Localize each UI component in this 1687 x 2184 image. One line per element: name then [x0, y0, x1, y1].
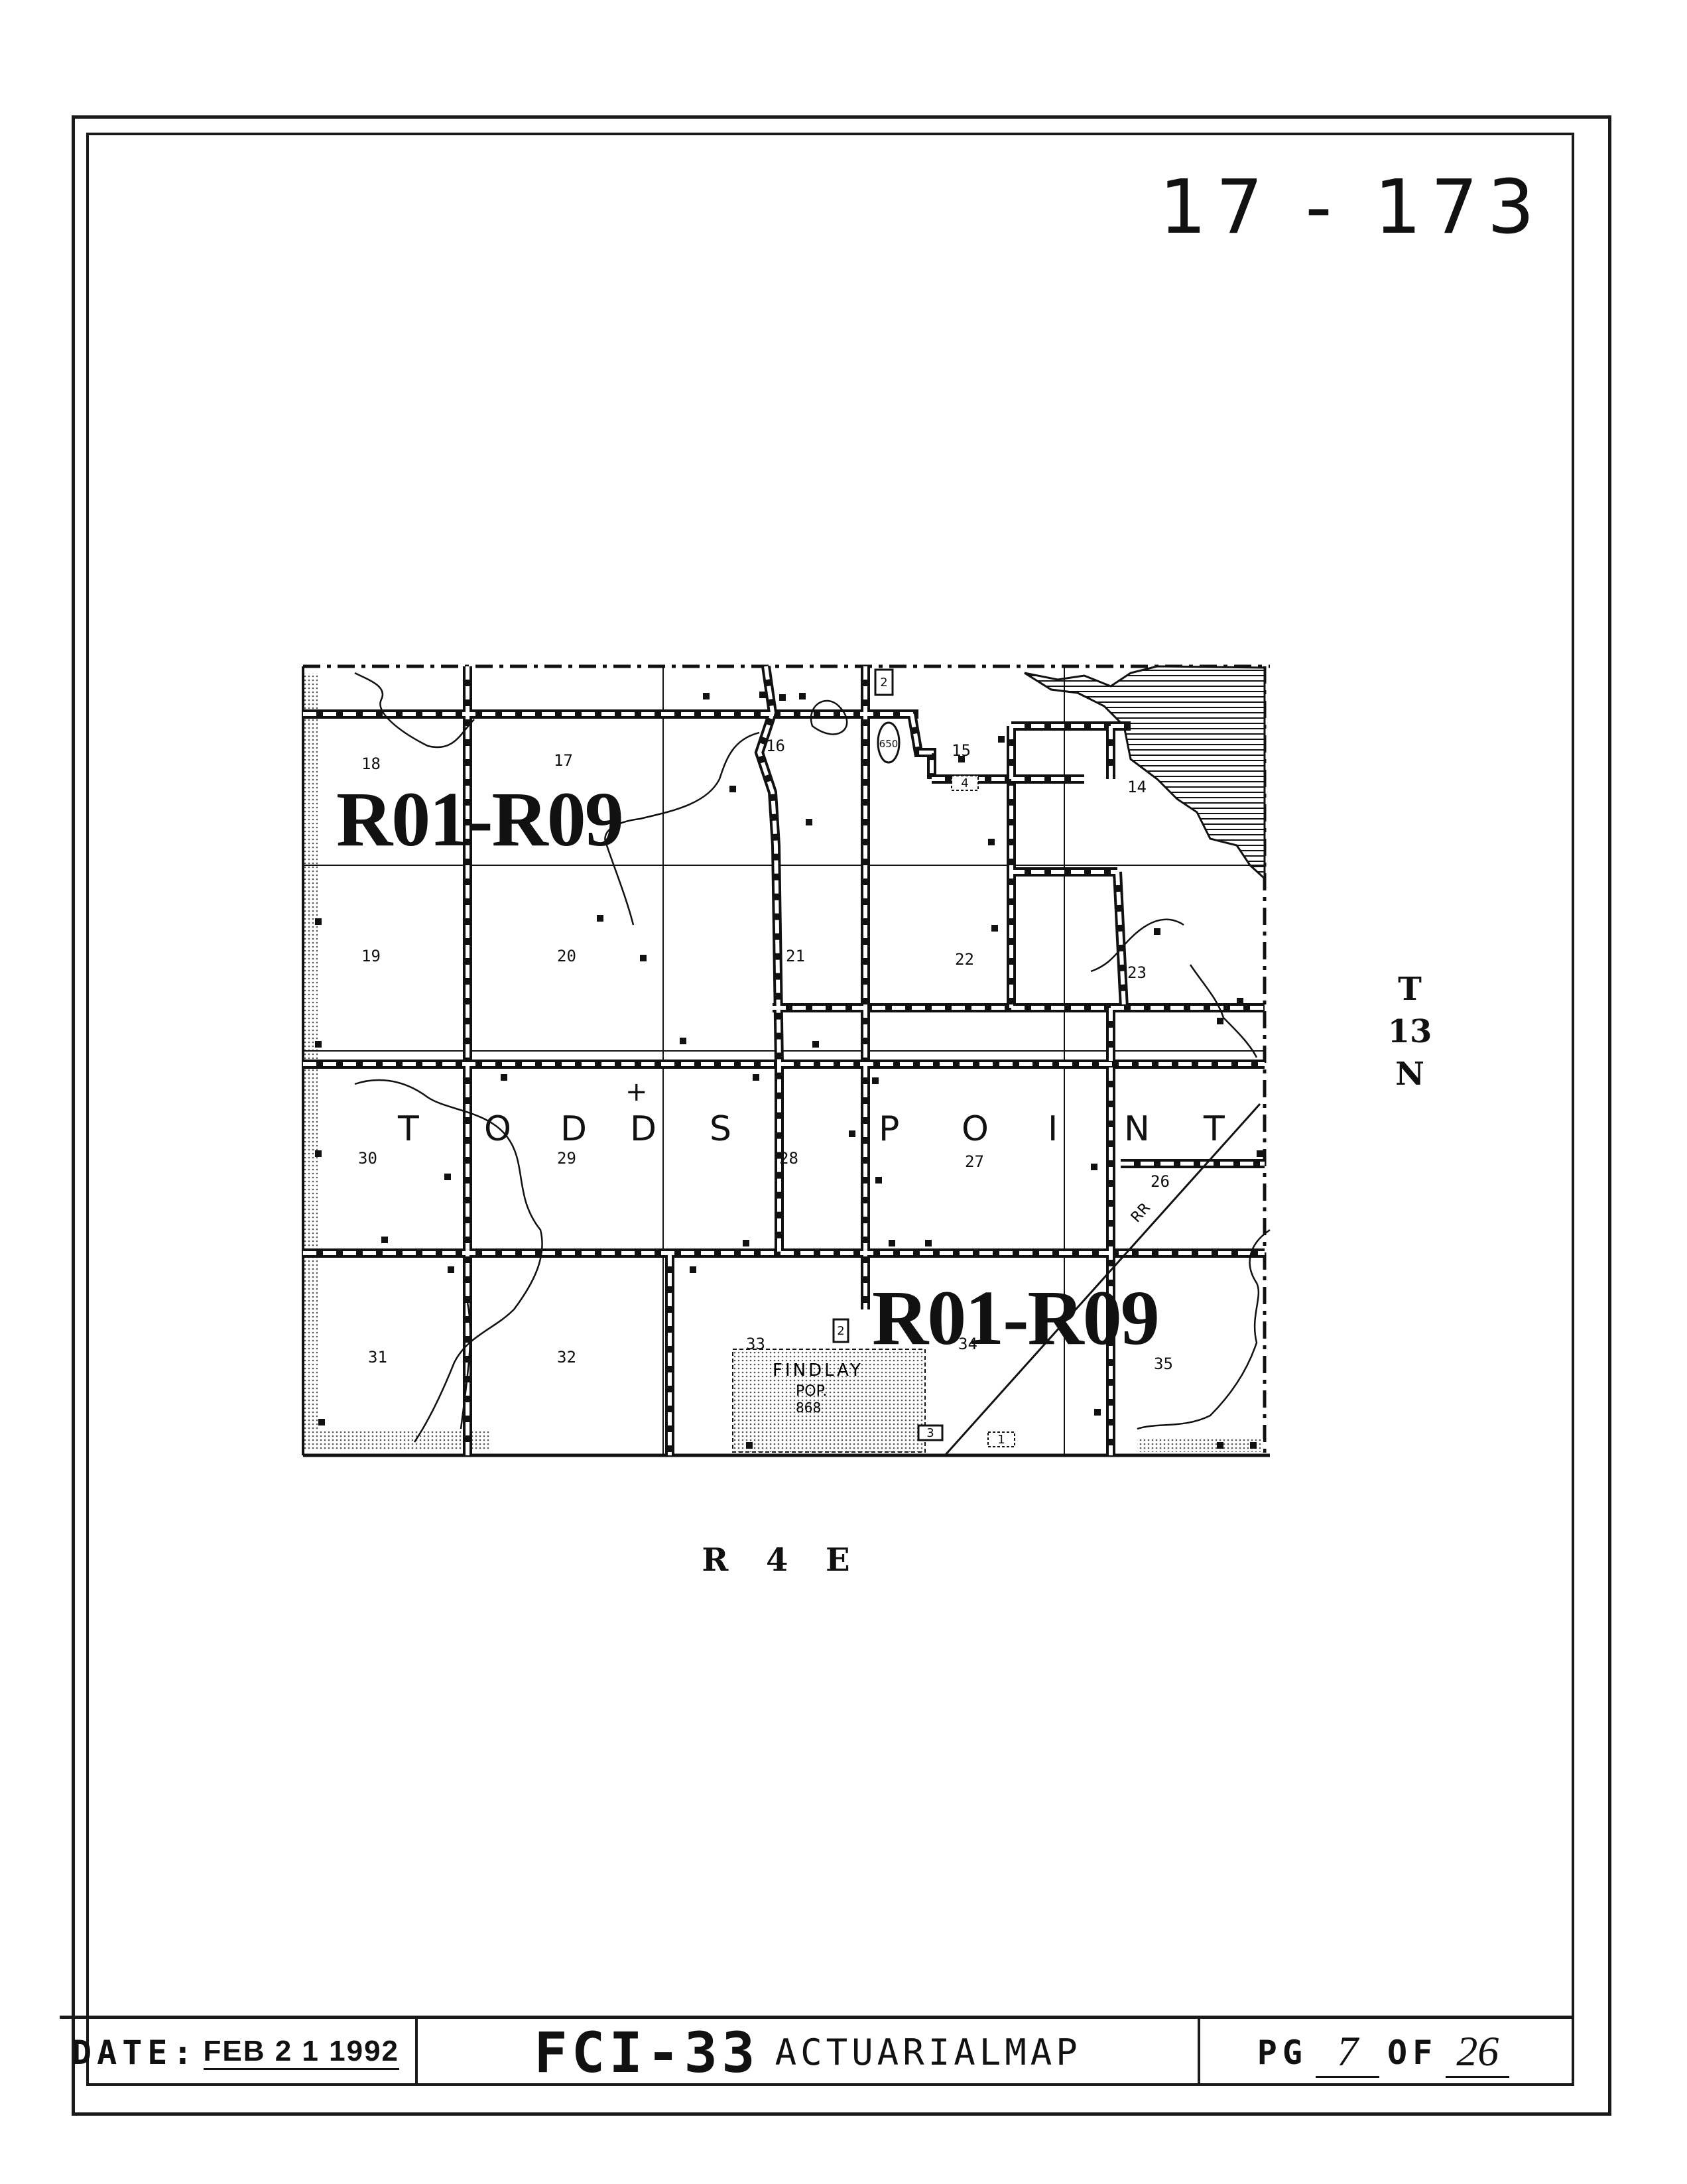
of-label: OF — [1387, 2033, 1438, 2072]
route-shield-box — [987, 1431, 1015, 1447]
section-23: 23 — [1127, 963, 1147, 982]
township-letter-2: O — [484, 1109, 511, 1149]
township-label-t: T — [1398, 971, 1422, 1008]
cross-marker: + — [625, 1077, 648, 1107]
route-shield-650: 650 — [879, 738, 899, 750]
township-label-direction: N — [1395, 1056, 1424, 1093]
page-number: 7 — [1316, 2027, 1379, 2078]
section-28: 28 — [779, 1149, 798, 1168]
railroad-line — [944, 1103, 1261, 1457]
section-21: 21 — [786, 947, 805, 965]
town-pop-value: 868 — [796, 1400, 821, 1416]
stipple-south-east — [1137, 1439, 1263, 1452]
footer-title-cell: FCI-33 ACTUARIALMAP — [418, 2019, 1200, 2086]
route-shield-2b: 2 — [837, 1324, 844, 1338]
town-pop-label: POP. — [796, 1383, 827, 1400]
section-32: 32 — [557, 1348, 576, 1366]
lake — [1024, 665, 1266, 881]
route-shield-3: 3 — [926, 1426, 934, 1440]
farmsteads — [315, 692, 1263, 1449]
township-letter-3: D — [560, 1109, 587, 1149]
railroad-label: RR — [1128, 1200, 1154, 1226]
route-shield-box — [874, 668, 894, 696]
inner-frame — [86, 133, 1574, 2086]
roads — [303, 666, 1265, 1455]
route-shield-4: 4 — [961, 776, 968, 790]
route-shield-2a: 2 — [880, 676, 887, 690]
township-letter-4: D — [630, 1109, 656, 1149]
section-35: 35 — [1154, 1355, 1173, 1373]
outer-frame — [72, 115, 1611, 2116]
section-30: 30 — [358, 1149, 377, 1168]
township-letter-5: S — [710, 1109, 731, 1149]
township-letter-8: I — [1048, 1109, 1058, 1149]
section-27: 27 — [965, 1152, 984, 1171]
township-letter-10: T — [1203, 1109, 1225, 1149]
footer-page-cell: PG 7 OF 26 — [1200, 2019, 1574, 2086]
footer-date-cell: DATE: FEB 2 1 1992 — [60, 2019, 418, 2086]
sheet-number: 17 - 173 — [1159, 164, 1544, 251]
range-label: R 4 E — [702, 1542, 850, 1579]
section-29: 29 — [557, 1149, 576, 1168]
page-total: 26 — [1446, 2027, 1510, 2078]
page-label: PG — [1257, 2033, 1308, 2072]
township-letter-6: P — [879, 1109, 899, 1149]
date-value: FEB 2 1 1992 — [203, 2035, 400, 2070]
section-16: 16 — [766, 737, 785, 755]
date-label: DATE: — [72, 2033, 198, 2072]
streams — [354, 672, 1271, 1443]
route-shield-box — [832, 1318, 849, 1343]
township-label: T 13 N — [1383, 968, 1436, 1095]
town-area — [732, 1349, 926, 1453]
route-shield-box — [951, 775, 979, 791]
town-name: FINDLAY — [773, 1361, 863, 1380]
section-14: 14 — [1127, 778, 1147, 796]
form-title: ACTUARIALMAP — [775, 2032, 1082, 2073]
township-map: RR FINDLAY POP. 868 — [295, 646, 1283, 1469]
form-code: FCI-33 — [534, 2020, 759, 2085]
route-shield-box — [917, 1424, 944, 1441]
rate-zone-label-north: R01-R09 — [336, 776, 623, 863]
route-shield-oval — [877, 721, 901, 764]
section-26: 26 — [1151, 1172, 1170, 1191]
section-19: 19 — [361, 947, 381, 965]
rate-zone-label-south: R01-R09 — [872, 1274, 1158, 1361]
township-letter-1: T — [397, 1109, 419, 1149]
township-label-number: 13 — [1387, 1013, 1432, 1050]
route-shield-1: 1 — [997, 1433, 1005, 1447]
section-34: 34 — [958, 1335, 977, 1353]
section-18: 18 — [361, 755, 381, 773]
section-17: 17 — [554, 751, 573, 770]
township-letter-9: N — [1124, 1109, 1150, 1149]
section-33: 33 — [746, 1335, 765, 1353]
section-22: 22 — [955, 950, 974, 969]
map-canvas: RR FINDLAY POP. 868 — [302, 664, 1271, 1457]
section-31: 31 — [368, 1348, 387, 1366]
stipple-south-west — [304, 1430, 490, 1450]
section-15: 15 — [952, 741, 971, 760]
township-letter-7: O — [962, 1109, 989, 1149]
section-20: 20 — [557, 947, 576, 965]
footer-bar: DATE: FEB 2 1 1992 FCI-33 ACTUARIALMAP P… — [60, 2016, 1574, 2086]
